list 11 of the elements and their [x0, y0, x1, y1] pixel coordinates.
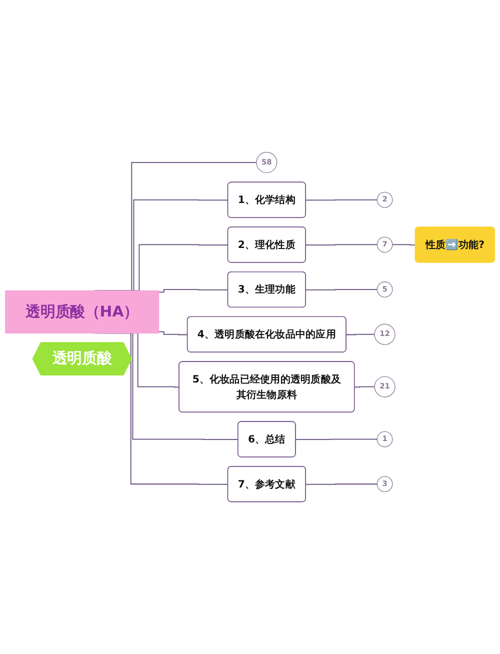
connector [306, 484, 378, 485]
connector [392, 244, 416, 246]
connector [158, 331, 188, 336]
connector [306, 199, 378, 201]
connector [158, 289, 228, 293]
connector [346, 334, 375, 336]
connector [354, 386, 375, 388]
connector [296, 438, 378, 440]
connector [306, 244, 378, 246]
node-box: 透明质酸（HA） [5, 290, 160, 334]
connector [306, 289, 378, 290]
